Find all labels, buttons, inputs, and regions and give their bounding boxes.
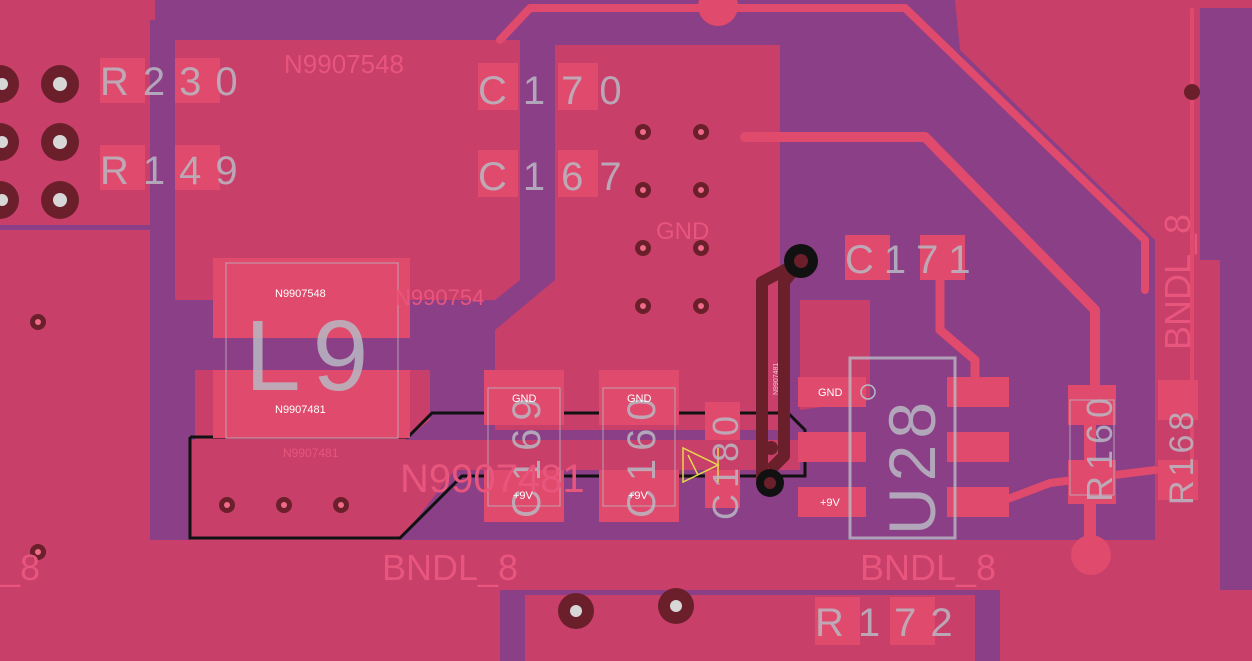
u28-designator: U28 [875, 396, 949, 535]
pad-gnd-c169: GND [512, 393, 537, 405]
net-bndl8-leftedge: _8 [0, 547, 40, 588]
pad-9v-u28: +9V [820, 497, 841, 509]
large-pad-bottom[interactable] [1071, 535, 1111, 575]
pad-top-center[interactable] [698, 0, 738, 26]
c170-designator: C170 [478, 69, 638, 113]
u28-pin1-marker [860, 384, 876, 400]
net-n9907548-partial: N990754 [395, 285, 484, 310]
net-gnd-big: GND [656, 218, 709, 245]
small-vias[interactable] [30, 84, 1200, 560]
smd-pads[interactable] [100, 58, 1198, 645]
net-bndl8-left: BNDL_8 [382, 547, 518, 588]
net-n9907548-l9: N9907548 [275, 288, 326, 300]
pad-9v-c160: +9V [628, 490, 649, 502]
pad-gnd-c160: GND [627, 393, 652, 405]
pad-9v-c169: +9V [513, 490, 534, 502]
pad-gnd-u28: GND [818, 387, 843, 399]
r230-designator: R230 [100, 60, 252, 104]
net-bndl8-right: BNDL_8 [1157, 214, 1198, 350]
c180-designator: C180 [705, 410, 746, 520]
l9-designator: L9 [245, 300, 380, 412]
net-n9907481-big: N9907481 [400, 457, 585, 501]
c160-designator: C160 [620, 390, 664, 518]
r149-designator: R149 [100, 149, 252, 193]
net-n9907481-vertical: N9907481 [773, 363, 780, 395]
c171-designator: C171 [845, 238, 981, 282]
net-n9907548-top: N9907548 [284, 49, 404, 79]
diode-symbol [682, 446, 720, 484]
r160-designator: R160 [1079, 392, 1120, 502]
r168-designator: R168 [1163, 408, 1201, 505]
net-n9907481-l9: N9907481 [275, 404, 326, 416]
net-bndl8-mid: BNDL_8 [860, 547, 996, 588]
net-n9907481-faint: N9907481 [283, 446, 339, 460]
header-vias[interactable] [0, 65, 694, 629]
c167-designator: C167 [478, 155, 638, 199]
r172-designator: R172 [815, 601, 967, 645]
c169-designator: C169 [505, 390, 549, 518]
silkscreen-outlines [225, 262, 1115, 540]
via-drills [35, 129, 704, 555]
